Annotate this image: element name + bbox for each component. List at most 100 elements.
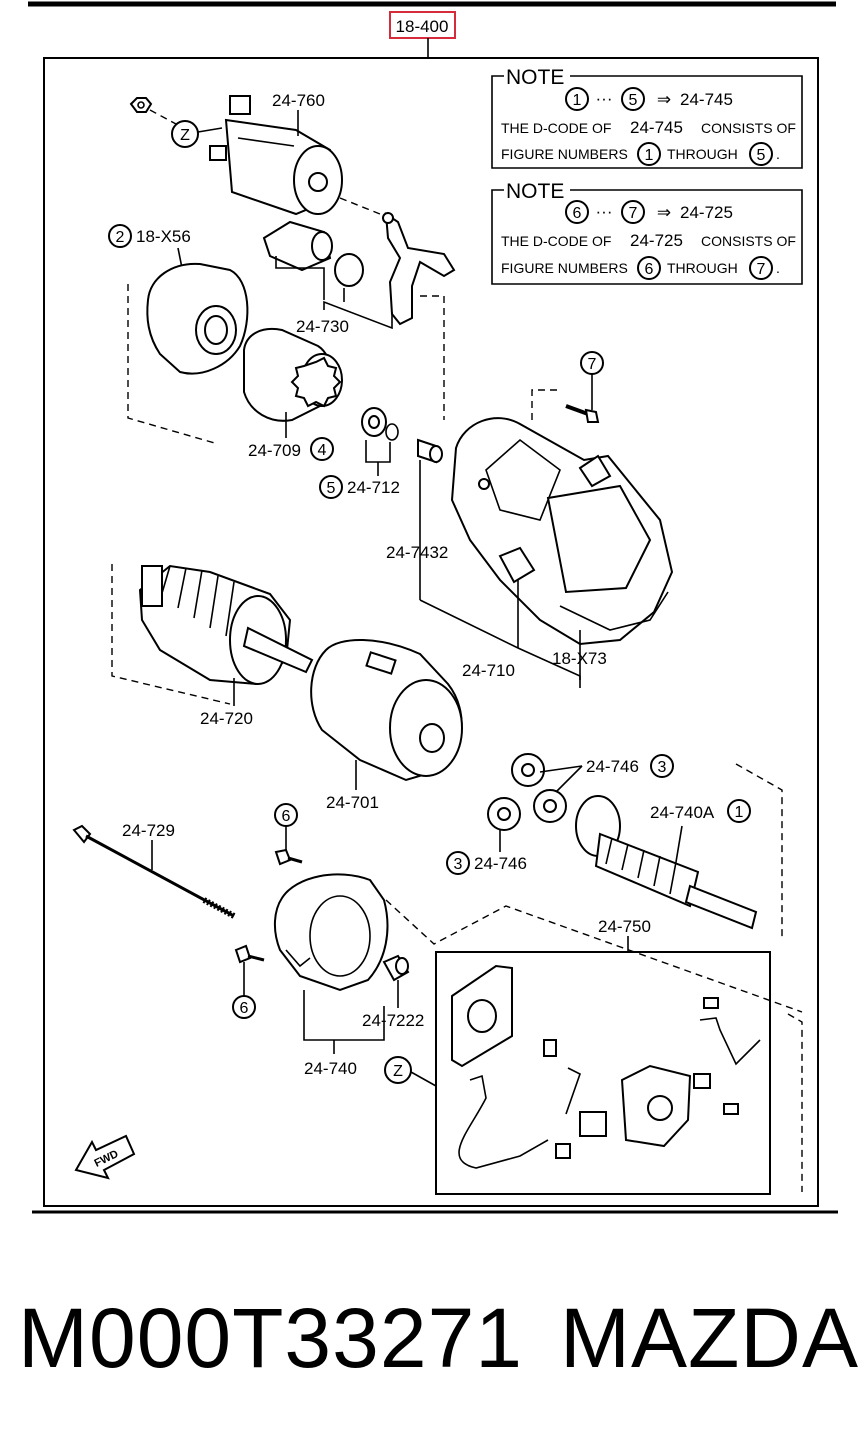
circle-3-24746-a: 3 [650, 754, 674, 778]
note-2-arrow-code: 24-725 [680, 203, 733, 222]
label-24-760: 24-760 [272, 91, 325, 110]
note-2-line1code: 24-725 [630, 231, 683, 250]
label-18-x56: 18-X56 [136, 227, 191, 246]
front-housing-icon[interactable] [146, 262, 249, 375]
circle-4-24709: 4 [310, 437, 334, 461]
note-1-line2end: . [776, 146, 780, 162]
label-24-701: 24-701 [326, 793, 379, 812]
diagram-frame [43, 57, 819, 1207]
part-number: M000T33271 [18, 1291, 524, 1385]
note-1-line1a: THE D-CODE OF [501, 120, 611, 136]
label-24-730: 24-730 [296, 317, 349, 336]
fwd-arrow-icon: FWD [74, 1134, 136, 1180]
planet-gear-2-icon[interactable] [533, 789, 567, 823]
bolt-6-bottom-icon[interactable] [234, 944, 265, 964]
z-marker-top: Z [171, 120, 199, 148]
spring-seal-icon[interactable] [334, 253, 364, 287]
note-box-2: NOTE 6 ··· 7 ⇒ 24-725 THE D-CODE OF 24-7… [491, 180, 803, 285]
note-1-to: 5 [629, 92, 638, 109]
note-box-1: NOTE 1 ··· 5 ⇒ 24-745 THE D-CODE OF 24-7… [491, 66, 803, 169]
svg-text:3: 3 [658, 759, 667, 776]
yoke-icon[interactable] [310, 638, 463, 782]
label-24-740: 24-740 [304, 1059, 357, 1078]
brush-lead-icon[interactable] [458, 1017, 761, 1169]
label-24-7222: 24-7222 [362, 1011, 424, 1030]
circle-3-24746-b: 3 [446, 851, 470, 875]
note-1-arrow: ⇒ [657, 90, 671, 109]
ref-code-box[interactable]: 18-400 [389, 11, 456, 39]
note-2-arrow: ⇒ [657, 203, 671, 222]
label-24-710: 24-710 [462, 661, 515, 680]
brush-holder-icon[interactable] [620, 1064, 692, 1148]
bolt-6-top-icon[interactable] [274, 848, 303, 866]
stop-ring-icon[interactable] [361, 407, 399, 441]
note-1-line1b: CONSISTS OF [701, 120, 796, 136]
brush-springs-icon[interactable] [543, 997, 739, 1159]
svg-text:4: 4 [318, 442, 327, 459]
label-24-746-b: 24-746 [474, 854, 527, 873]
note-1-line2mid: THROUGH [667, 146, 738, 162]
label-24-746-a: 24-746 [586, 757, 639, 776]
note-2-line2to: 7 [757, 261, 766, 278]
gear-housing-icon[interactable] [450, 417, 674, 646]
bushing-icon[interactable] [417, 438, 443, 464]
circle-2-18x56: 2 [108, 224, 132, 248]
note-2-line2mid: THROUGH [667, 260, 738, 276]
note-2-title: NOTE [506, 180, 564, 203]
svg-text:1: 1 [735, 804, 744, 821]
circle-1-24740a: 1 [727, 799, 751, 823]
pinion-clutch-icon[interactable] [243, 328, 343, 422]
note-1-line1code: 24-745 [630, 118, 683, 137]
circle-7-bolt: 7 [580, 351, 604, 375]
armature-icon[interactable] [138, 564, 314, 686]
svg-text:3: 3 [454, 856, 463, 873]
ref-code-text: 18-400 [396, 17, 449, 36]
drive-lever-icon[interactable] [382, 212, 456, 326]
z-marker-bottom: Z [384, 1056, 412, 1084]
brand-name: MAZDA [560, 1291, 859, 1385]
svg-text:Z: Z [180, 127, 190, 144]
svg-text:6: 6 [282, 808, 291, 825]
note-1-from: 1 [573, 92, 582, 109]
circle-5-24712: 5 [319, 475, 343, 499]
brush-holder-box [435, 951, 771, 1195]
label-24-712: 24-712 [347, 478, 400, 497]
note-2-line2end: . [776, 260, 780, 276]
svg-text:6: 6 [240, 1000, 249, 1017]
end-frame-icon[interactable] [274, 873, 389, 992]
planet-gear-1-icon[interactable] [511, 753, 545, 787]
note-1-arrow-code: 24-745 [680, 90, 733, 109]
planet-gear-3-icon[interactable] [487, 797, 521, 831]
note-2-dots: ··· [596, 202, 613, 221]
label-24-709: 24-709 [248, 441, 301, 460]
through-bolt-icon[interactable] [72, 824, 236, 919]
note-2-to: 7 [629, 205, 638, 222]
note-1-title: NOTE [506, 66, 564, 89]
label-24-7432: 24-7432 [386, 543, 448, 562]
output-shaft-icon[interactable] [575, 795, 758, 930]
solenoid-icon[interactable] [209, 95, 343, 216]
note-2-line2a: FIGURE NUMBERS [501, 260, 628, 276]
label-24-740a: 24-740A [650, 803, 715, 822]
note-1-line2from: 1 [645, 147, 654, 164]
bearing-24-7222-icon[interactable] [382, 954, 410, 982]
circle-6-bottom: 6 [232, 995, 256, 1019]
note-2-line1a: THE D-CODE OF [501, 233, 611, 249]
note-2-line1b: CONSISTS OF [701, 233, 796, 249]
brush-plate-icon[interactable] [451, 964, 513, 1068]
note-1-line2a: FIGURE NUMBERS [501, 146, 628, 162]
svg-text:Z: Z [393, 1063, 403, 1080]
svg-text:2: 2 [116, 229, 125, 246]
label-18-x73: 18-X73 [552, 649, 607, 668]
note-1-line2to: 5 [757, 147, 766, 164]
svg-text:5: 5 [327, 480, 336, 497]
note-1-dots: ··· [596, 89, 613, 108]
plunger-icon[interactable] [262, 220, 333, 272]
note-2-line2from: 6 [645, 261, 654, 278]
svg-text:7: 7 [588, 356, 597, 373]
nut-icon[interactable] [129, 97, 153, 113]
label-24-729: 24-729 [122, 821, 175, 840]
note-2-from: 6 [573, 205, 582, 222]
bolt-7-icon[interactable] [565, 404, 600, 423]
